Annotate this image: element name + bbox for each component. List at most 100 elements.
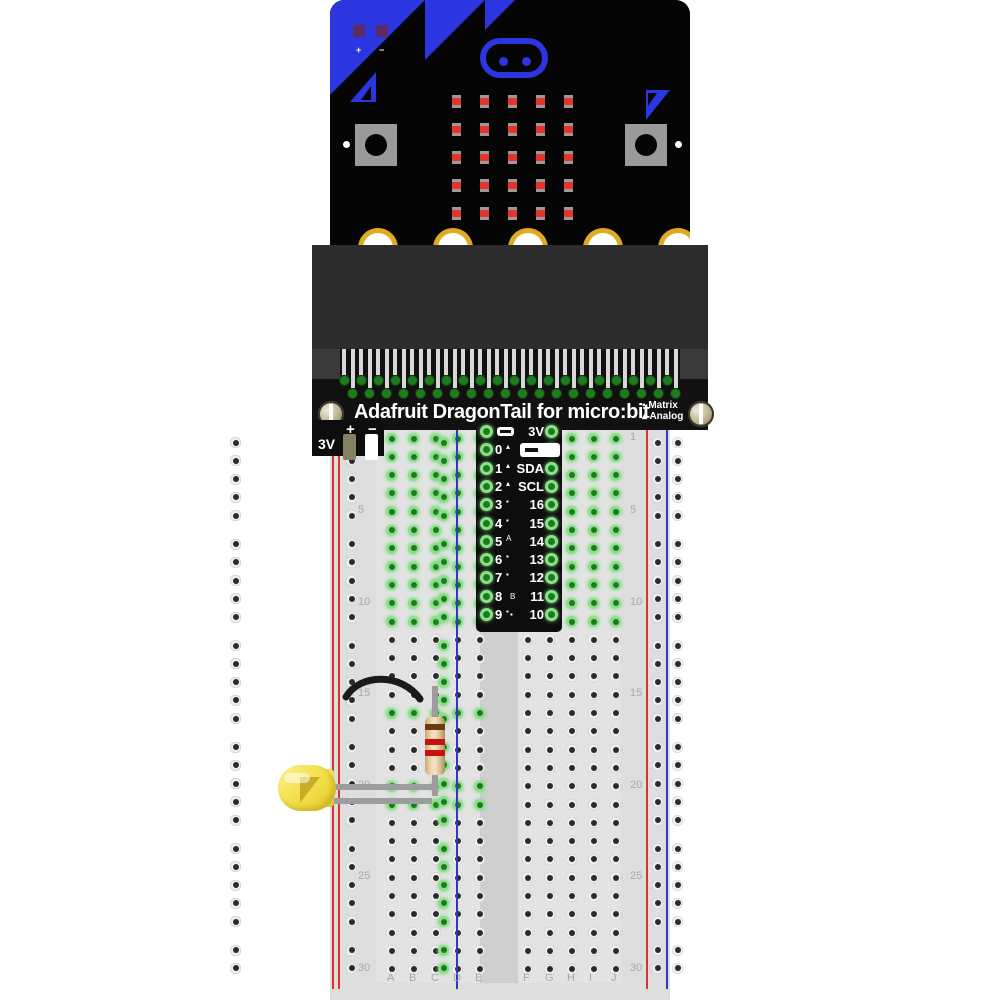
rail-hole-positive[interactable]	[346, 944, 357, 956]
breadboard-hole[interactable]	[566, 835, 577, 847]
pin-0-pad[interactable]	[480, 443, 493, 457]
breadboard-hole[interactable]	[566, 616, 577, 627]
breadboard-hole[interactable]	[430, 616, 441, 627]
breadboard-hole[interactable]	[566, 542, 577, 554]
rail-hole-negative[interactable]	[438, 611, 449, 623]
rail-hole-negative[interactable]	[438, 916, 449, 928]
rail-hole-positive[interactable]	[346, 741, 357, 753]
breadboard-hole[interactable]	[544, 670, 555, 682]
breadboard-hole[interactable]	[610, 908, 621, 920]
breadboard-hole[interactable]	[386, 908, 397, 920]
pin-2-pad[interactable]	[480, 479, 493, 493]
breadboard-hole[interactable]	[610, 670, 621, 682]
pin-3v-pad[interactable]	[545, 425, 558, 438]
breadboard-hole[interactable]	[610, 780, 621, 792]
breadboard-hole[interactable]	[474, 652, 485, 664]
rail-hole[interactable]	[672, 897, 683, 909]
rail-hole[interactable]	[230, 491, 241, 503]
breadboard-hole[interactable]	[386, 707, 397, 719]
rail-hole[interactable]	[230, 676, 241, 688]
rail-hole[interactable]	[230, 814, 241, 826]
rail-hole[interactable]	[672, 741, 683, 753]
pin-sda-pad[interactable]	[545, 461, 558, 475]
breadboard-hole[interactable]	[408, 707, 419, 719]
rail-hole[interactable]	[230, 741, 241, 753]
rail-hole[interactable]	[672, 611, 683, 623]
breadboard-hole[interactable]	[588, 780, 599, 792]
breadboard-hole[interactable]	[386, 469, 397, 481]
rail-hole[interactable]	[672, 962, 683, 974]
breadboard-hole[interactable]	[544, 872, 555, 884]
button-a[interactable]	[355, 124, 397, 166]
rail-hole-negative[interactable]	[438, 861, 449, 873]
breadboard-hole[interactable]	[588, 890, 599, 902]
breadboard-hole[interactable]	[610, 487, 621, 499]
breadboard-hole[interactable]	[588, 597, 599, 609]
breadboard-hole[interactable]	[566, 744, 577, 756]
rail-hole[interactable]	[672, 944, 683, 956]
rail-hole[interactable]	[230, 593, 241, 605]
rail-hole-positive[interactable]	[346, 861, 357, 873]
breadboard-hole[interactable]	[408, 853, 419, 865]
breadboard-hole[interactable]	[430, 817, 441, 829]
rail-hole[interactable]	[652, 916, 663, 928]
breadboard-hole[interactable]	[566, 579, 577, 591]
breadboard-hole[interactable]	[474, 744, 485, 756]
breadboard-hole[interactable]	[566, 963, 577, 975]
rail-hole-positive[interactable]	[346, 455, 357, 467]
breadboard-hole[interactable]	[408, 963, 419, 975]
breadboard-hole[interactable]	[522, 725, 533, 737]
rail-hole[interactable]	[230, 944, 241, 956]
rail-hole-negative[interactable]	[438, 455, 449, 467]
rail-hole-negative[interactable]	[438, 491, 449, 503]
breadboard-hole[interactable]	[386, 835, 397, 847]
pin-6-pad[interactable]	[480, 553, 493, 567]
breadboard-hole[interactable]	[610, 469, 621, 481]
breadboard-hole[interactable]	[386, 579, 397, 591]
breadboard-hole[interactable]	[386, 963, 397, 975]
breadboard-hole[interactable]	[408, 579, 419, 591]
pin-7-pad[interactable]	[480, 571, 493, 585]
rail-hole[interactable]	[230, 879, 241, 891]
rail-hole-negative[interactable]	[438, 897, 449, 909]
breadboard-hole[interactable]	[588, 506, 599, 518]
rail-hole[interactable]	[672, 778, 683, 790]
rail-hole-negative[interactable]	[438, 676, 449, 688]
rail-hole[interactable]	[672, 916, 683, 928]
breadboard-hole[interactable]	[408, 652, 419, 664]
breadboard-hole[interactable]	[566, 652, 577, 664]
breadboard-hole[interactable]	[588, 945, 599, 957]
rail-hole[interactable]	[652, 593, 663, 605]
rail-hole-positive[interactable]	[346, 694, 357, 706]
rail-hole-positive[interactable]	[346, 556, 357, 568]
breadboard-hole[interactable]	[588, 579, 599, 591]
breadboard-hole[interactable]	[610, 744, 621, 756]
breadboard-hole[interactable]	[522, 780, 533, 792]
rail-hole[interactable]	[230, 575, 241, 587]
breadboard-hole[interactable]	[408, 872, 419, 884]
rail-hole-negative[interactable]	[438, 879, 449, 891]
rail-hole[interactable]	[672, 455, 683, 467]
breadboard-hole[interactable]	[544, 780, 555, 792]
breadboard-hole[interactable]	[386, 652, 397, 664]
breadboard-hole[interactable]	[610, 561, 621, 573]
rail-hole[interactable]	[672, 593, 683, 605]
breadboard-hole[interactable]	[610, 433, 621, 444]
breadboard-hole[interactable]	[408, 908, 419, 920]
rail-hole-positive[interactable]	[346, 640, 357, 651]
breadboard-hole[interactable]	[610, 835, 621, 847]
breadboard-hole[interactable]	[522, 652, 533, 664]
breadboard-hole[interactable]	[408, 799, 419, 810]
breadboard-hole[interactable]	[386, 487, 397, 499]
breadboard-hole[interactable]	[610, 579, 621, 591]
rail-hole-negative[interactable]	[438, 575, 449, 587]
breadboard-hole[interactable]	[610, 927, 621, 939]
breadboard-hole[interactable]	[588, 835, 599, 847]
breadboard-hole[interactable]	[386, 725, 397, 737]
rail-hole-negative[interactable]	[438, 694, 449, 706]
breadboard-hole[interactable]	[474, 634, 485, 646]
breadboard-hole[interactable]	[386, 433, 397, 444]
breadboard-hole[interactable]	[544, 927, 555, 939]
rail-hole[interactable]	[230, 962, 241, 974]
rail-hole[interactable]	[652, 759, 663, 771]
